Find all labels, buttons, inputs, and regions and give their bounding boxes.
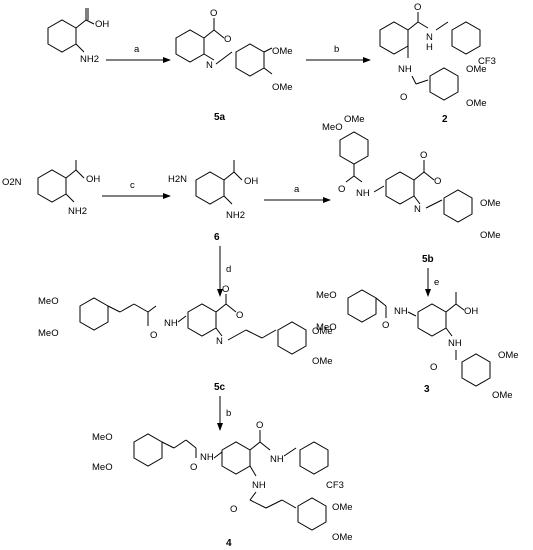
compound-label-4: 4 [226, 538, 232, 549]
atom-label: O [400, 92, 407, 103]
anthranilic-acid-structure: OH NH2 [47, 8, 109, 65]
atom-label: OH [244, 176, 258, 187]
atom-label: O [430, 362, 437, 373]
atom-label: O [210, 8, 217, 19]
atom-label: OH [86, 174, 100, 185]
atom-label: CF3 [478, 56, 496, 67]
atom-label: O [414, 2, 421, 13]
atom-label: OMe [480, 230, 501, 241]
atom-label: O [236, 310, 243, 321]
atom-label: MeO [316, 322, 337, 333]
atom-label: MeO [38, 296, 59, 307]
compound-label-3: 3 [424, 384, 430, 395]
reaction-arrow-a-mid: a [264, 184, 331, 203]
atom-label: MeO [92, 462, 113, 473]
atom-label: NH [398, 64, 412, 75]
atom-label: NH2 [80, 54, 99, 65]
atom-label: OMe [272, 46, 293, 57]
atom-label: NH [270, 454, 284, 465]
step-label: a [294, 184, 300, 195]
atom-label: N [414, 204, 421, 215]
atom-label: OMe [312, 356, 333, 367]
compound-2-structure: O N H CF3 NH O OMe OMe 2 [379, 2, 496, 125]
atom-label: O [190, 462, 197, 473]
atom-label: OMe [492, 390, 513, 401]
compound-3-structure: MeO MeO O NH OH NH O OMe OMe 3 [316, 289, 519, 401]
atom-label: NH2 [226, 210, 245, 221]
atom-label: O [420, 150, 427, 161]
atom-label: O2N [2, 177, 22, 188]
compound-label-2: 2 [442, 114, 448, 125]
atom-label: OMe [332, 502, 353, 513]
atom-label: OMe [332, 532, 353, 543]
atom-label: OMe [344, 114, 365, 125]
compound-5b-structure: MeO OMe O NH O O N OMe OMe 5b [322, 114, 501, 265]
atom-label: N [206, 60, 213, 71]
step-label: e [434, 277, 439, 288]
reaction-arrow-b-top: b [306, 44, 371, 63]
step-label: b [334, 44, 339, 55]
atom-label: OMe [498, 350, 519, 361]
atom-label: CF3 [326, 480, 344, 491]
atom-label: N [216, 336, 223, 347]
reaction-arrow-a-top: a [106, 44, 171, 63]
atom-label: O [434, 176, 441, 187]
atom-label: N [426, 32, 433, 43]
atom-label: NH [448, 338, 462, 349]
step-label: d [226, 264, 231, 275]
atom-label: OMe [466, 64, 487, 75]
reaction-arrow-b-lower: b [217, 396, 231, 431]
atom-label: NH [394, 306, 408, 317]
reaction-arrow-c: c [102, 180, 171, 199]
atom-label: MeO [38, 328, 59, 339]
atom-label: MeO [322, 122, 343, 133]
atom-label: OH [95, 19, 109, 30]
atom-label: NH [164, 318, 178, 329]
step-label: a [134, 44, 140, 55]
atom-label: NH [252, 480, 266, 491]
atom-label: O [256, 420, 263, 431]
step-label: c [130, 180, 135, 191]
atom-label: O [230, 504, 237, 515]
atom-label: OMe [480, 198, 501, 209]
atom-label: MeO [92, 432, 113, 443]
atom-label: NH [356, 188, 370, 199]
compound-label-6: 6 [214, 232, 220, 243]
compound-label-5a: 5a [214, 112, 226, 123]
atom-label: H [426, 42, 433, 53]
atom-label: NH2 [68, 206, 87, 217]
atom-label: OMe [466, 98, 487, 109]
compound-label-5c: 5c [214, 382, 226, 393]
atom-label: OH [464, 306, 478, 317]
nitro-anthranilic-acid-structure: O2N OH NH2 [2, 160, 100, 217]
step-label: b [226, 408, 231, 419]
atom-label: O [382, 320, 389, 331]
atom-label: OMe [272, 82, 293, 93]
compound-label-5b: 5b [422, 254, 434, 265]
atom-label: NH [200, 452, 214, 463]
atom-label: O [150, 330, 157, 341]
atom-label: MeO [316, 290, 337, 301]
atom-label: OMe [312, 326, 333, 337]
atom-label: O [222, 284, 229, 295]
compound-5c-structure: MeO MeO O NH O O N OMe OMe 5c [38, 284, 333, 393]
reaction-arrow-e: e [425, 268, 439, 297]
atom-label: O [224, 34, 231, 45]
atom-label: O [338, 184, 345, 195]
compound-6-structure: H2N OH NH2 6 [168, 160, 258, 243]
compound-4-structure: MeO MeO O NH O NH CF3 NH O OMe OMe 4 [92, 420, 353, 549]
atom-label: H2N [168, 174, 187, 185]
compound-5a-structure: O O N OMe OMe 5a [175, 8, 293, 123]
reaction-arrow-d: d [217, 246, 231, 297]
